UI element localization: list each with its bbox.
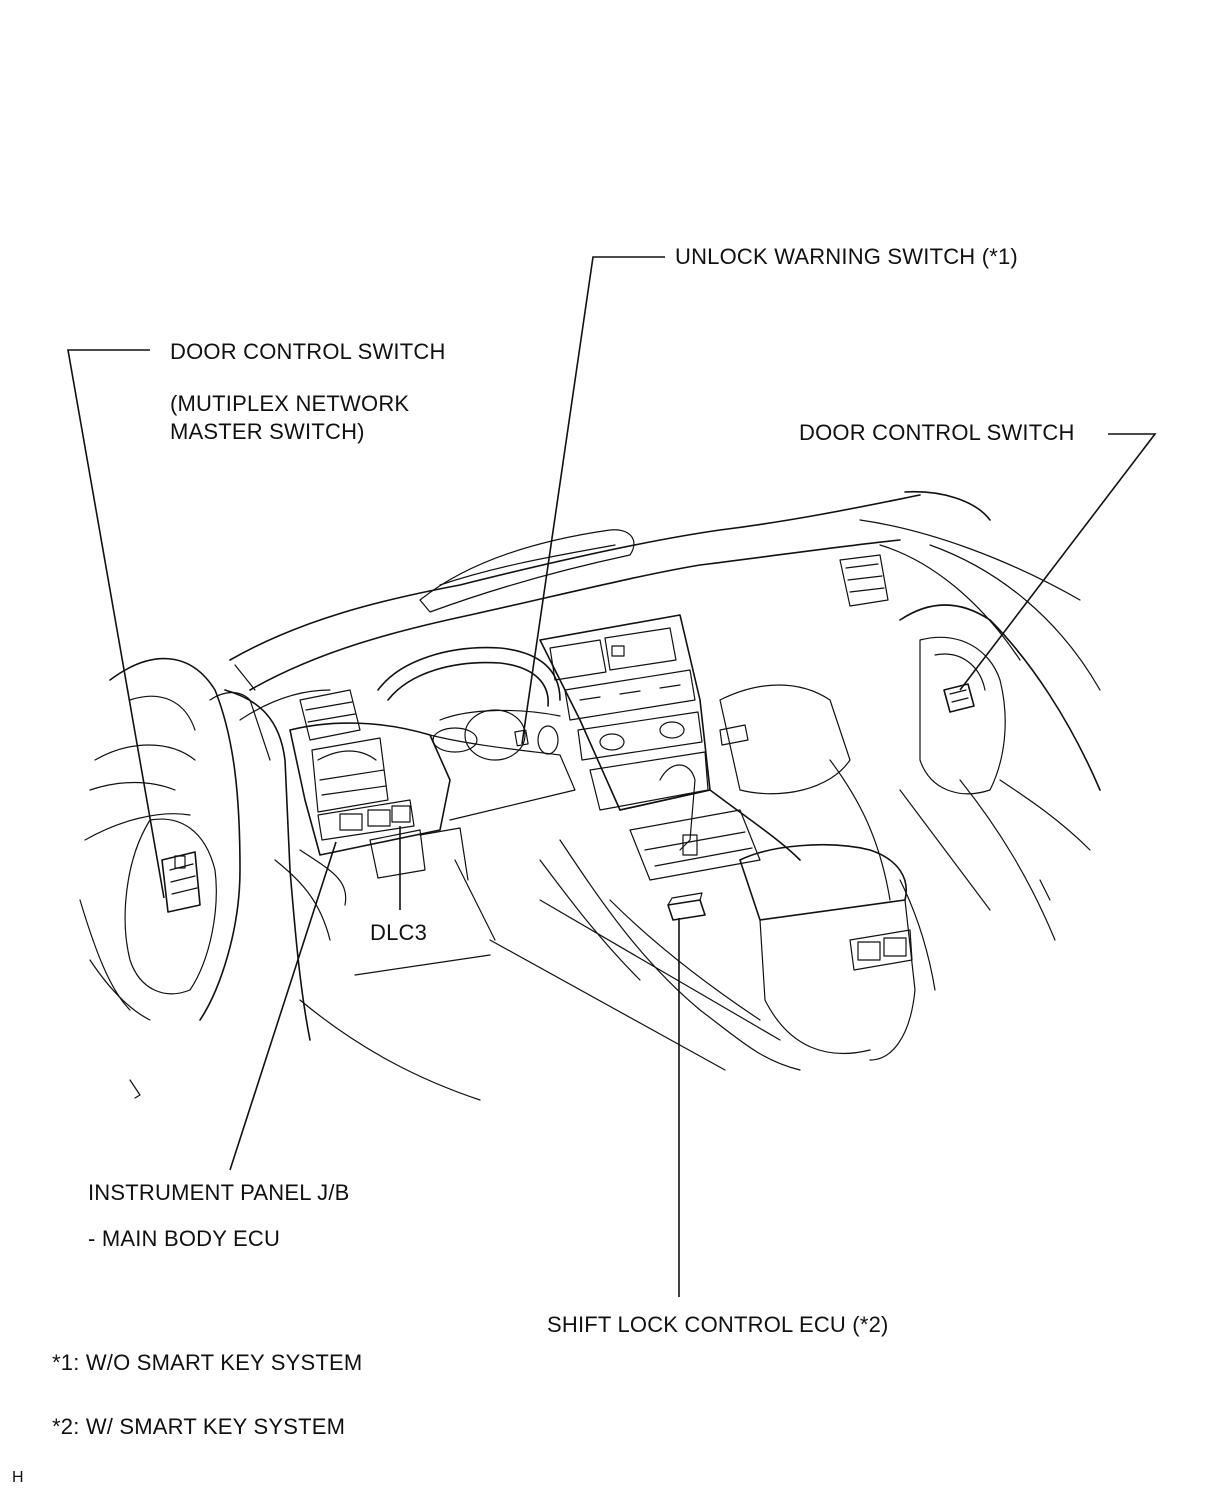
label-mutiplex-line2: MASTER SWITCH) [170, 419, 365, 444]
dashboard-outline [229, 490, 1101, 691]
center-console [489, 764, 916, 1071]
footnote-1: *1: W/O SMART KEY SYSTEM [52, 1350, 363, 1375]
label-unlock-warning-switch: UNLOCK WARNING SWITCH (*1) [675, 244, 1018, 269]
label-shift-lock-control-ecu: SHIFT LOCK CONTROL ECU (*2) [547, 1312, 889, 1337]
label-door-control-switch-right: DOOR CONTROL SWITCH [799, 420, 1075, 445]
label-instrument-panel-jb: INSTRUMENT PANEL J/B [88, 1180, 350, 1205]
footnote-2: *2: W/ SMART KEY SYSTEM [52, 1414, 346, 1439]
center-stack [539, 614, 711, 811]
door-control-switch-right-part [943, 683, 975, 713]
left-door [79, 657, 481, 1101]
label-dlc3: DLC3 [370, 920, 428, 945]
leader-door-control-switch-left [67, 349, 165, 899]
right-door [719, 604, 1101, 991]
instrument-cluster [299, 646, 561, 761]
shift-lock-ecu-box [667, 899, 706, 921]
leader-instrument-panel-jb [229, 841, 337, 1171]
figure-code: H [12, 1469, 24, 1486]
instrument-panel-lower [289, 722, 576, 976]
leader-unlock-warning-switch [521, 256, 665, 745]
leader-door-control-switch-right [959, 433, 1157, 691]
label-main-body-ecu: - MAIN BODY ECU [88, 1226, 281, 1251]
door-control-switch-left-part [161, 851, 201, 913]
label-mutiplex-line1: (MUTIPLEX NETWORK [170, 391, 410, 416]
label-door-control-switch-left: DOOR CONTROL SWITCH [170, 339, 446, 364]
